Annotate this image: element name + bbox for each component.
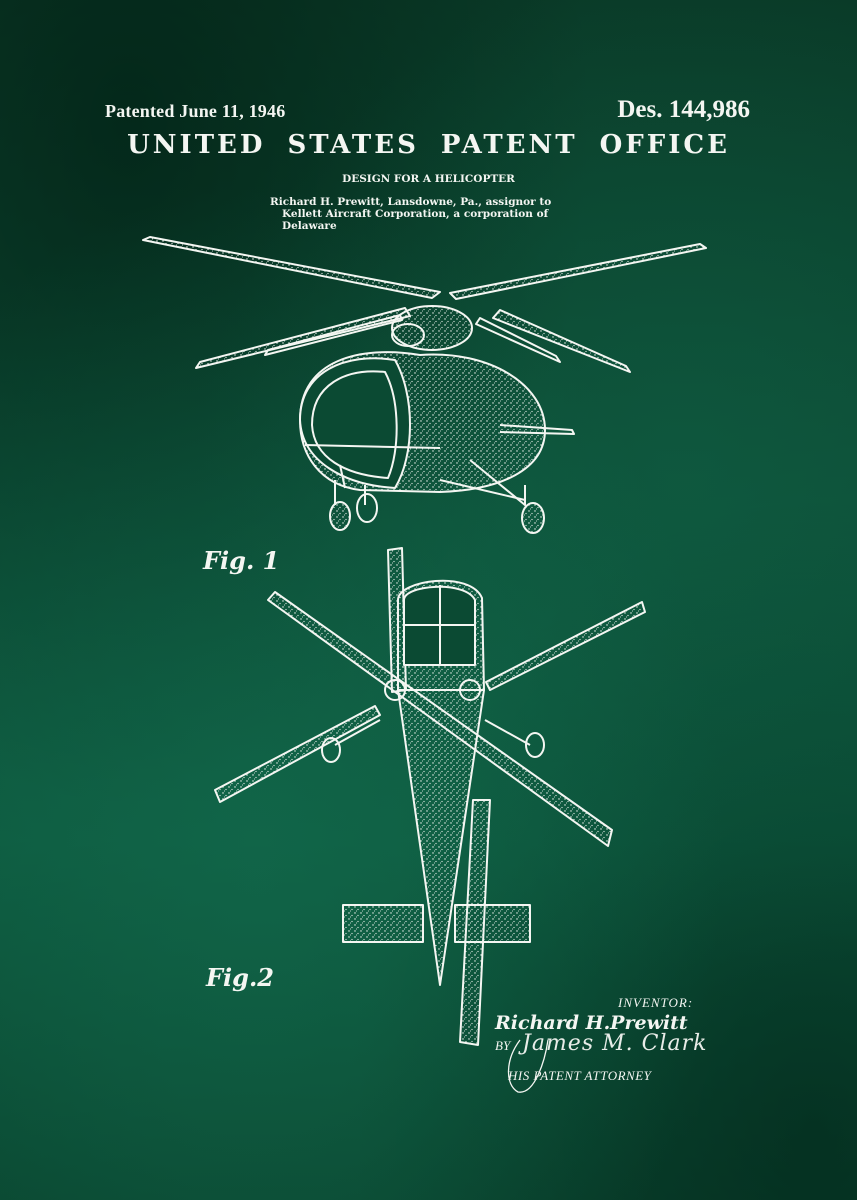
design-title: DESIGN FOR A HELICOPTER bbox=[342, 173, 515, 185]
office-title: UNITED STATES PATENT OFFICE bbox=[127, 130, 730, 160]
design-number: Des. 144,986 bbox=[617, 96, 750, 123]
figure-2-drawing bbox=[214, 547, 646, 1046]
patented-date: Patented June 11, 1946 bbox=[105, 101, 286, 121]
attorney-label: HIS PATENT ATTORNEY bbox=[508, 1068, 652, 1083]
figure-2-label: Fig.2 bbox=[206, 963, 274, 992]
figure-1-drawing bbox=[142, 236, 707, 534]
assignor-line: Richard H. Prewitt, Lansdowne, Pa., assi… bbox=[270, 196, 552, 208]
figure-1-label: Fig. 1 bbox=[203, 546, 280, 575]
attorney-signature: James M. Clark bbox=[522, 1031, 708, 1056]
assignor-line: Kellett Aircraft Corporation, a corporat… bbox=[282, 208, 549, 220]
assignor-line: Delaware bbox=[282, 220, 337, 232]
inventor-name: Richard H.Prewitt bbox=[495, 1012, 688, 1034]
by-label: BY bbox=[495, 1038, 511, 1053]
signature-flourish bbox=[507, 1039, 549, 1093]
assignor-text: Richard H. Prewitt, Lansdowne, Pa., assi… bbox=[270, 196, 590, 232]
patent-header-row: Patented June 11, 1946 Des. 144,986 bbox=[105, 96, 750, 124]
inventor-label: INVENTOR: bbox=[618, 995, 694, 1010]
